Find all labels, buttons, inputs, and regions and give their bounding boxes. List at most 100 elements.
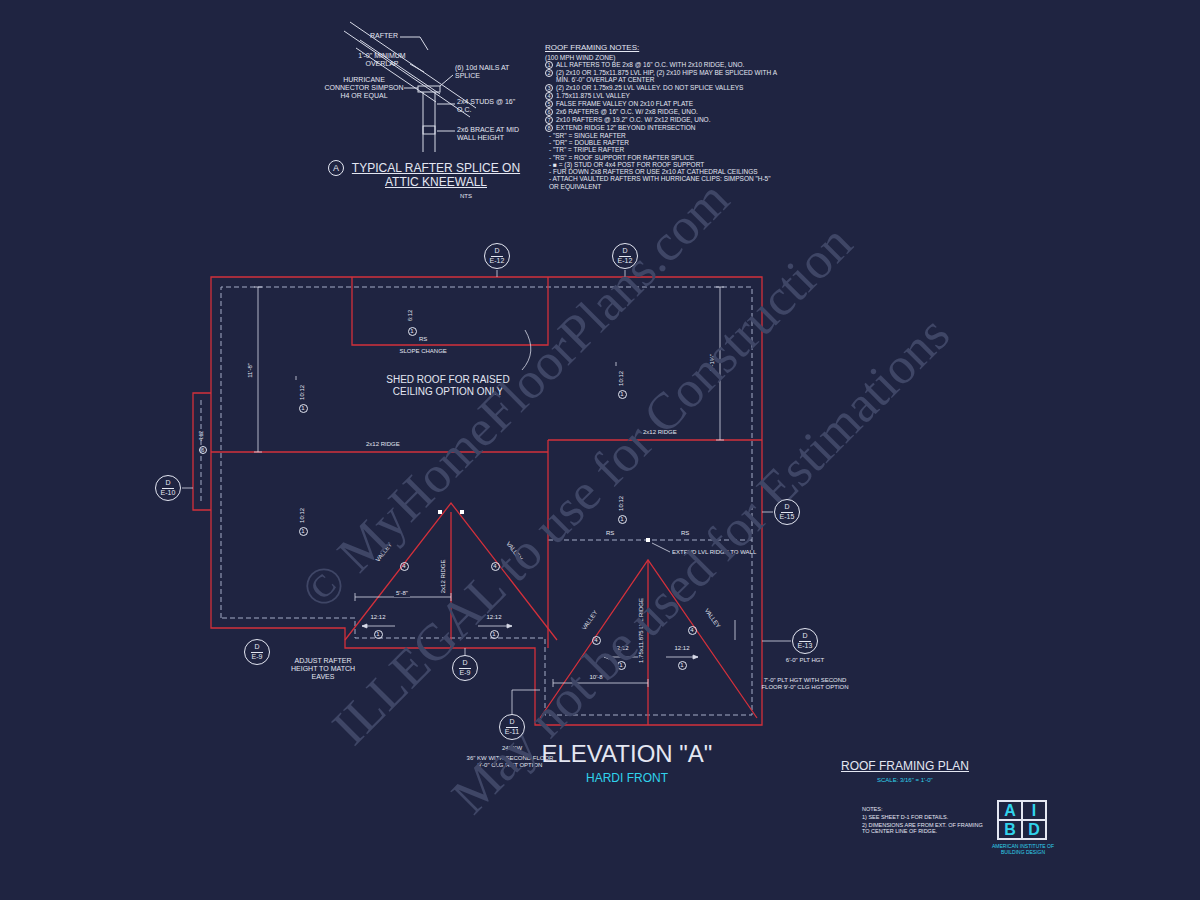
callout-number: 7	[545, 116, 553, 124]
section-callout: DE-13	[792, 628, 818, 654]
part-label: RAFTER	[370, 32, 398, 40]
sheet-number: E-9	[252, 653, 263, 661]
wall-outline	[193, 277, 762, 725]
note-text: 2x10 RAFTERS @ 19.2" O.C. W/ 2x12 RIDGE,…	[556, 116, 777, 123]
elevation-title: ELEVATION "A"	[542, 740, 713, 768]
note-text: - ATTACH VAULTED RAFTERS WITH HURRICANE …	[545, 175, 777, 190]
note-row: 62x6 RAFTERS @ 16" O.C. W/ 2x8 RIDGE, UN…	[545, 108, 777, 116]
note-row: ROOF FRAMING NOTES:	[545, 44, 777, 54]
section-callout: DE-9	[244, 639, 270, 665]
note-row: 8EXTEND RIDGE 12" BEYOND INTERSECTION	[545, 124, 777, 132]
note-row: - "TR" = TRIPLE RAFTER	[545, 146, 777, 153]
height-label: 6'-0" PLT HGT	[783, 657, 827, 664]
note-row: 1ALL RAFTERS TO BE 2x8 @ 16" O.C. WITH 2…	[545, 61, 777, 69]
notes-block: ROOF FRAMING NOTES:(100 MPH WIND ZONE)1A…	[545, 44, 777, 190]
callout-number: 4	[688, 626, 697, 635]
leader-line	[400, 37, 428, 50]
note-row: - "RS" = ROOF SUPPORT FOR RAFTER SPLICE	[545, 154, 777, 161]
callout-number: 6	[199, 446, 207, 454]
note-label: 2) DIMENSIONS ARE FROM EXT. OF FRAMING T…	[862, 822, 984, 835]
note-row: 2(2) 2x10 OR 1.75x11.875 LVL HIP, (2) 2x…	[545, 69, 777, 84]
pitch-label: 12:12	[675, 645, 690, 652]
brace	[423, 126, 435, 134]
leader-line	[410, 64, 424, 72]
pitch-label: 10:12	[618, 370, 625, 385]
note-text: 2x6 RAFTERS @ 16" O.C. W/ 2x8 RIDGE, UNO…	[556, 108, 777, 115]
note-label: 1) SEE SHEET D-1 FOR DETAILS.	[862, 814, 948, 820]
section-letter: D	[459, 659, 470, 669]
callout-number: 4	[545, 92, 553, 100]
callout-number: 1	[408, 327, 417, 336]
sheet-number: E-15	[780, 513, 795, 521]
callout-number: 1	[490, 630, 499, 639]
section-letter: D	[781, 503, 792, 513]
logo-letter: D	[1022, 820, 1046, 839]
sheet-number: E-13	[798, 642, 813, 650]
detail-marker: A	[328, 160, 344, 176]
pitch-label: 10:12	[299, 384, 306, 399]
note-text: - ■ = (3) STUD OR 4x4 POST FOR ROOF SUPP…	[545, 161, 777, 168]
note-text: (2) 2x10 OR 1.75x11.875 LVL HIP, (2) 2x1…	[556, 69, 777, 84]
sheet-number: E-11	[505, 728, 519, 736]
note-row: - FUR DOWN 2x8 RAFTERS OR USE 2x10 AT CA…	[545, 168, 777, 175]
height-label: 7'-0" PLT HGT WITH SECOND FLOOR 9'-0" CL…	[757, 677, 853, 691]
section-callout: DE-15	[774, 499, 800, 525]
leader-line	[437, 131, 455, 132]
support-label: RS	[419, 336, 427, 343]
callout-number: 1	[618, 390, 627, 399]
part-label: 1'-0" MINIMUM OVERLAP	[346, 52, 418, 68]
callout-number: 1	[618, 515, 627, 524]
notes-heading: ROOF FRAMING NOTES:	[545, 44, 777, 53]
pitch-label: 10:12	[299, 507, 306, 522]
top-plate	[418, 86, 440, 92]
callout-number: 6	[545, 108, 553, 116]
note-row: - "DR" = DOUBLE RAFTER	[545, 139, 777, 146]
logo-letter: B	[998, 820, 1022, 839]
note-row: (100 MPH WIND ZONE)	[545, 54, 777, 61]
logo-box: AIBDAMERICAN INSTITUTE OF BUILDING DESIG…	[997, 800, 1047, 840]
leader-line	[440, 75, 453, 86]
logo-letter: A	[998, 801, 1022, 820]
callout-number: 8	[545, 124, 553, 132]
note-text: 1.75x11.875 LVL VALLEY	[556, 92, 777, 99]
leader-line	[404, 88, 418, 89]
note-text: ALL RAFTERS TO BE 2x8 @ 16" O.C. WITH 2x…	[556, 61, 777, 68]
note-text: EXTEND RIDGE 12" BEYOND INTERSECTION	[556, 124, 777, 131]
note-label: SLOPE CHANGE	[400, 348, 447, 355]
sheet-number: E-9	[460, 669, 471, 677]
section-letter: D	[619, 247, 630, 257]
section-letter: D	[799, 632, 810, 642]
section-letter: D	[506, 718, 517, 728]
note-label: NOTES:	[862, 806, 882, 812]
pitch-label: 6:12	[407, 309, 414, 321]
note-row: - "SR" = SINGLE RAFTER	[545, 132, 777, 139]
support-label: RS	[606, 530, 614, 537]
callout-number: 1	[374, 630, 383, 639]
callout-number: 2	[545, 69, 553, 77]
scale-note: NTS	[460, 193, 472, 200]
callout-number: 1	[545, 61, 553, 69]
note-text: - "SR" = SINGLE RAFTER	[545, 132, 777, 139]
sheet-number: E-10	[161, 489, 176, 497]
callout-number: 4	[400, 562, 409, 571]
section-callout: DE-10	[155, 475, 181, 501]
logo-name: AMERICAN INSTITUTE OF BUILDING DESIGN	[988, 843, 1058, 855]
pitch-label: 12:12	[371, 614, 386, 621]
pitch-label: 4:12	[199, 431, 205, 441]
eave-line	[201, 287, 752, 715]
part-label: HURRICANE CONNECTOR SIMPSON H4 OR EQUAL	[324, 76, 404, 100]
note-label: ADJUST RAFTER HEIGHT TO MATCH EAVES	[287, 657, 359, 681]
note-row: 3(2) 2x10 OR 1.75x9.25 LVL VALLEY. DO NO…	[545, 84, 777, 92]
note-text: FALSE FRAME VALLEY ON 2x10 FLAT PLATE	[556, 100, 777, 107]
note-row: - ATTACH VAULTED RAFTERS WITH HURRICANE …	[545, 175, 777, 190]
section-letter: D	[251, 643, 262, 653]
note-row: - ■ = (3) STUD OR 4x4 POST FOR ROOF SUPP…	[545, 161, 777, 168]
callout-number: 1	[678, 661, 687, 670]
part-label: 2x6 BRACE AT MID WALL HEIGHT	[457, 126, 537, 142]
detail-title: TYPICAL RAFTER SPLICE ON ATTIC KNEEWALL	[346, 162, 526, 190]
section-callout: DE-12	[484, 243, 510, 269]
note-text: (100 MPH WIND ZONE)	[545, 54, 777, 61]
section-callout: DE-9	[452, 655, 478, 681]
section-callout: DE-12	[612, 243, 638, 269]
note-row: 5FALSE FRAME VALLEY ON 2x10 FLAT PLATE	[545, 100, 777, 108]
